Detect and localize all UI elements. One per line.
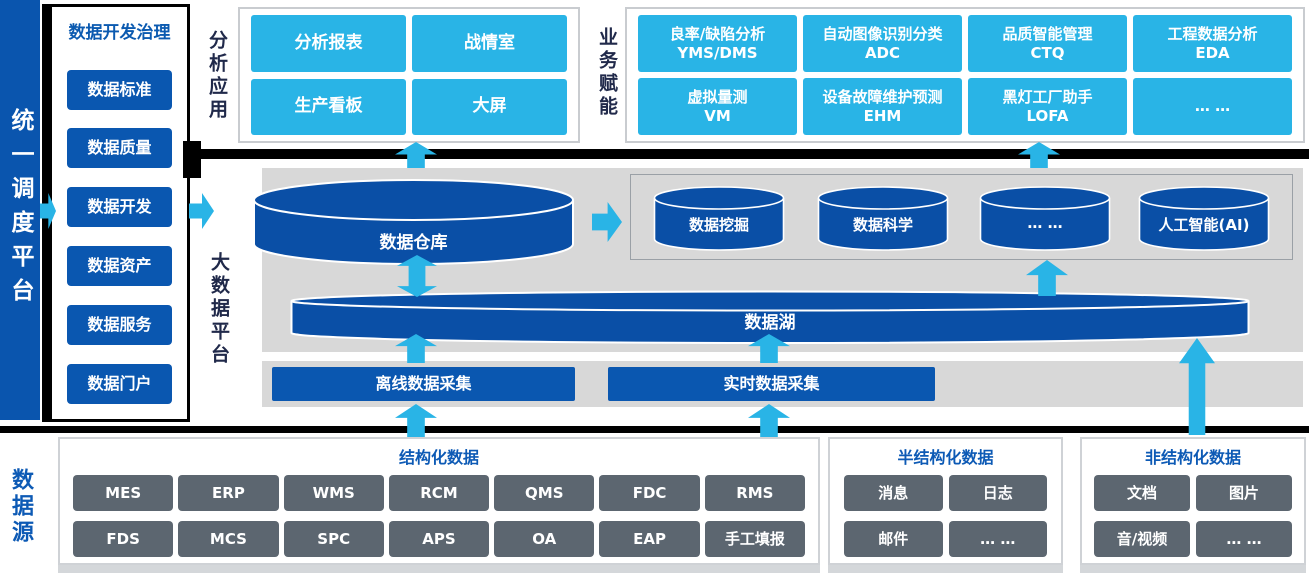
business-item-eda[interactable]: 工程数据分析 EDA [1133,15,1292,72]
source-fdc[interactable]: FDC [599,475,700,511]
business-item-name: 虚拟量测 [687,87,748,106]
structured-sources-box: 结构化数据 MES ERP WMS RCM QMS FDC RMS FDS MC… [58,437,820,565]
business-item-code: EHM [863,106,902,125]
warehouse-label: 数据仓库 [379,233,448,253]
sources-section-label: 数据源 [8,468,33,546]
business-item-adc[interactable]: 自动图像识别分类 ADC [803,15,962,72]
data-science-cylinder[interactable] [817,185,949,253]
source-audio-video[interactable]: 音/视频 [1094,521,1190,557]
offline-collect-button[interactable]: 离线数据采集 [272,367,575,401]
separator-notch [183,141,201,178]
unstructured-sources-box: 非结构化数据 文档 图片 音/视频 … … [1080,437,1306,565]
platform-section-label: 大数据平台 [208,252,230,367]
analytics-item-war-room[interactable]: 战情室 [412,15,567,72]
realtime-collect-button[interactable]: 实时数据采集 [608,367,935,401]
analytics-item-report[interactable]: 分析报表 [251,15,406,72]
analytics-item-dashboard[interactable]: 生产看板 [251,78,406,135]
business-item-name: 工程数据分析 [1167,24,1258,43]
more-services-cylinder[interactable] [979,185,1111,253]
source-rms[interactable]: RMS [704,475,805,511]
source-spc[interactable]: SPC [283,521,384,557]
source-mcs[interactable]: MCS [178,521,279,557]
business-item-name: 设备故障维护预测 [822,87,943,106]
source-document[interactable]: 文档 [1094,475,1190,511]
governance-item-data-asset[interactable]: 数据资产 [67,246,172,286]
source-log[interactable]: 日志 [948,475,1047,511]
unstructured-title: 非结构化数据 [1144,448,1241,467]
business-item-code: EDA [1195,43,1230,62]
source-oa[interactable]: OA [494,521,595,557]
source-image[interactable]: 图片 [1196,475,1292,511]
data-mining-cylinder[interactable] [653,185,785,253]
source-semi-more[interactable]: … … [948,521,1047,557]
data-governance-panel: 数据开发治理 数据标准 数据质量 数据开发 数据资产 数据服务 数据门户 [42,4,190,422]
business-item-code: VM [704,106,731,125]
business-item-more[interactable]: … … [1133,78,1292,135]
warehouse-cylinder[interactable] [252,178,575,268]
governance-item-data-service[interactable]: 数据服务 [67,305,172,345]
unified-scheduler-label: 统一调度平台 [7,108,33,312]
source-mail[interactable]: 邮件 [844,521,943,557]
analytics-box: 分析报表 战情室 生产看板 大屏 [238,7,580,143]
data-science-label: 数据科学 [852,216,913,234]
governance-item-data-quality[interactable]: 数据质量 [67,128,172,168]
analytics-item-bigscreen[interactable]: 大屏 [412,78,567,135]
business-item-yms-dms[interactable]: 良率/缺陷分析 YMS/DMS [638,15,797,72]
structured-title: 结构化数据 [398,448,479,467]
analytics-section-label: 分析应用 [206,30,228,122]
ai-label: 人工智能(AI) [1158,216,1250,234]
source-unstructured-more[interactable]: … … [1196,521,1292,557]
governance-title: 数据开发治理 [68,23,171,43]
source-fds[interactable]: FDS [73,521,174,557]
business-item-code: LOFA [1026,106,1069,125]
business-item-ehm[interactable]: 设备故障维护预测 EHM [803,78,962,135]
business-item-name: 自动图像识别分类 [822,24,943,43]
business-item-code: CTQ [1030,43,1065,62]
data-lake-label: 数据湖 [744,313,796,333]
semi-structured-title: 半结构化数据 [897,448,994,467]
source-manual-entry[interactable]: 手工填报 [704,521,805,557]
separator-band-bottom [0,426,1309,433]
governance-item-data-standard[interactable]: 数据标准 [67,70,172,110]
platform-services-box [630,174,1293,260]
data-lake-cylinder[interactable] [290,290,1250,346]
business-item-vm[interactable]: 虚拟量测 VM [638,78,797,135]
source-rcm[interactable]: RCM [388,475,490,511]
source-mes[interactable]: MES [73,475,174,511]
semi-structured-sources-box: 半结构化数据 消息 日志 邮件 … … [828,437,1063,565]
business-item-name: 黑灯工厂助手 [1002,87,1093,106]
data-mining-label: 数据挖掘 [688,216,749,234]
governance-item-data-dev[interactable]: 数据开发 [67,187,172,227]
business-section-label: 业务赋能 [596,27,618,119]
unified-scheduler-bar: 统一调度平台 [0,0,40,420]
business-item-name: 品质智能管理 [1002,24,1093,43]
source-message[interactable]: 消息 [844,475,943,511]
source-wms[interactable]: WMS [283,475,384,511]
separator-band-top [183,149,1309,159]
business-item-lofa[interactable]: 黑灯工厂助手 LOFA [968,78,1127,135]
business-item-ctq[interactable]: 品质智能管理 CTQ [968,15,1127,72]
source-aps[interactable]: APS [388,521,490,557]
business-item-name: … … [1194,97,1231,116]
source-qms[interactable]: QMS [494,475,595,511]
governance-item-data-portal[interactable]: 数据门户 [67,364,172,404]
business-item-code: ADC [864,43,901,62]
more-services-label: … … [1027,214,1063,232]
business-item-code: YMS/DMS [677,43,758,62]
business-box: 良率/缺陷分析 YMS/DMS 自动图像识别分类 ADC 品质智能管理 CTQ … [625,7,1305,143]
source-erp[interactable]: ERP [178,475,279,511]
ai-cylinder[interactable] [1138,185,1270,253]
source-eap[interactable]: EAP [599,521,700,557]
business-item-name: 良率/缺陷分析 [669,24,766,43]
arrow-governance-to-platform [189,193,214,229]
